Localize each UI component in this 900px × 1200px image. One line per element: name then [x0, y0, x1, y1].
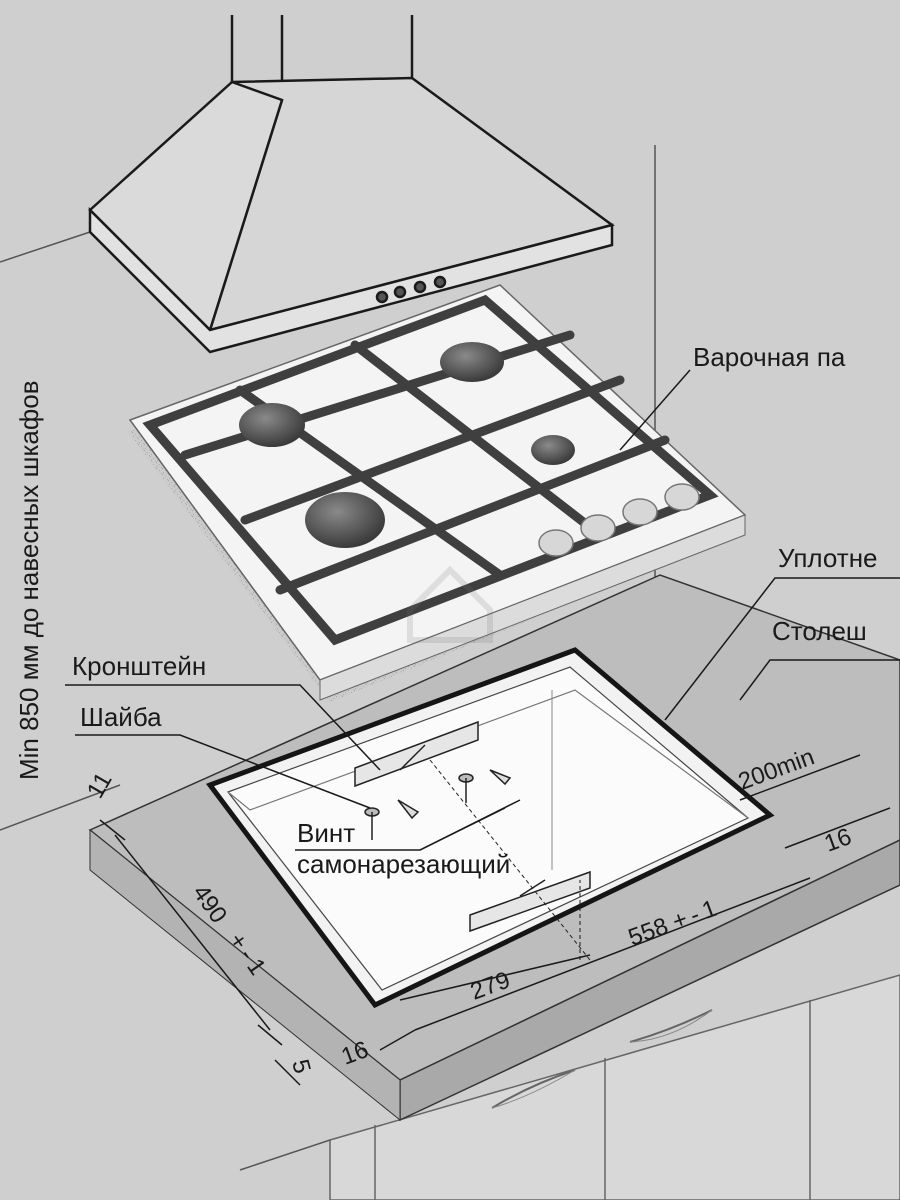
label-washer: Шайба [80, 702, 162, 732]
knob-3 [622, 498, 658, 526]
label-bracket: Кронштейн [72, 651, 206, 681]
hood-button-1 [375, 290, 389, 304]
countertop-left-edge [89, 828, 401, 1122]
screw-1 [397, 799, 420, 820]
gas-hob [128, 284, 747, 702]
label-hood-clearance: Min 850 мм до навесных шкафов [14, 380, 44, 780]
burner-front-left [305, 492, 385, 548]
cabinet-handle-left [491, 1069, 576, 1109]
hood-button-2 [393, 285, 407, 299]
base-cabinets [239, 974, 900, 1200]
burner-rear-left [239, 403, 305, 447]
hood-button-4 [433, 275, 447, 289]
control-knobs [538, 483, 700, 557]
burner-rear-right [440, 342, 504, 382]
label-screw-line1: Винт [297, 818, 355, 848]
bracket-front [469, 870, 591, 933]
label-countertop: Столеш [772, 616, 867, 646]
hood-button-3 [413, 280, 427, 294]
dimension-lines [99, 754, 891, 1086]
label-hob: Варочная па [693, 342, 846, 372]
leader-lines [65, 369, 900, 851]
knob-1 [538, 529, 574, 557]
range-hood [88, 15, 615, 354]
mounting-hardware [354, 720, 591, 961]
cabinet-handle-right [629, 1009, 713, 1043]
label-seal: Уплотне [778, 543, 878, 573]
watermark-logo [407, 565, 493, 643]
knob-2 [580, 514, 616, 542]
knob-4 [664, 483, 700, 511]
label-screw-line2: самонарезающий [297, 849, 510, 879]
hob-front-edge [319, 514, 746, 701]
burner-front-right [531, 435, 575, 465]
screw-2 [489, 769, 512, 786]
